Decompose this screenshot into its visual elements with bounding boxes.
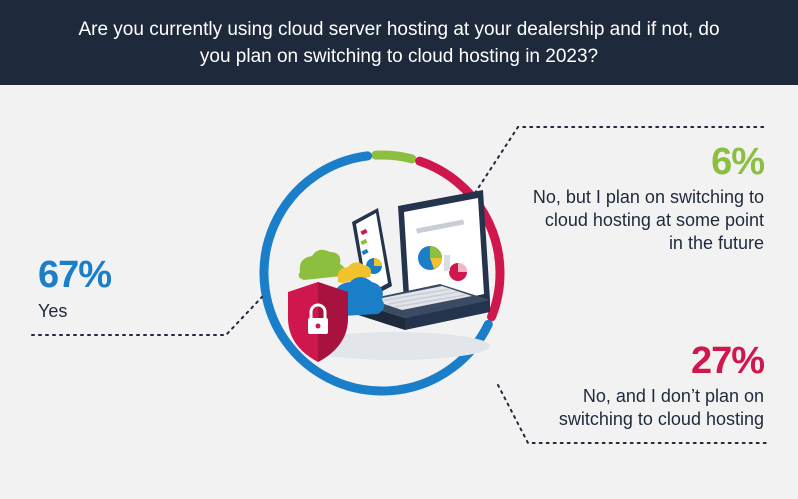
no-percent: 27%	[690, 340, 765, 382]
leader-line-no	[497, 384, 769, 444]
yes-label: Yes	[38, 301, 68, 321]
chart-area: 67% Yes 6% No, but I plan on switching t…	[0, 85, 798, 499]
leader-line-plan	[474, 126, 767, 194]
leader-line-yes	[31, 296, 263, 336]
laptop-cloud-security-illustration	[288, 190, 490, 362]
no-label-line2: switching to cloud hosting	[558, 409, 764, 429]
plan-label-line3: in the future	[668, 233, 764, 253]
header-bar: Are you currently using cloud server hos…	[0, 0, 798, 85]
donut-arcs	[259, 150, 505, 396]
page-title: Are you currently using cloud server hos…	[78, 18, 720, 67]
no-label-line1: No, and I don’t plan on	[582, 386, 764, 406]
arc-plan	[371, 150, 417, 164]
plan-label-line2: cloud hosting at some point	[544, 210, 764, 230]
arc-no	[415, 156, 505, 322]
plan-label-line1: No, but I plan on switching to	[532, 187, 764, 207]
arc-yes	[259, 151, 493, 396]
lock-shield-icon	[288, 282, 348, 362]
plan-percent: 6%	[711, 141, 765, 183]
laptop-screen	[398, 190, 490, 318]
yes-percent: 67%	[38, 254, 112, 296]
donut-chart	[31, 126, 769, 444]
